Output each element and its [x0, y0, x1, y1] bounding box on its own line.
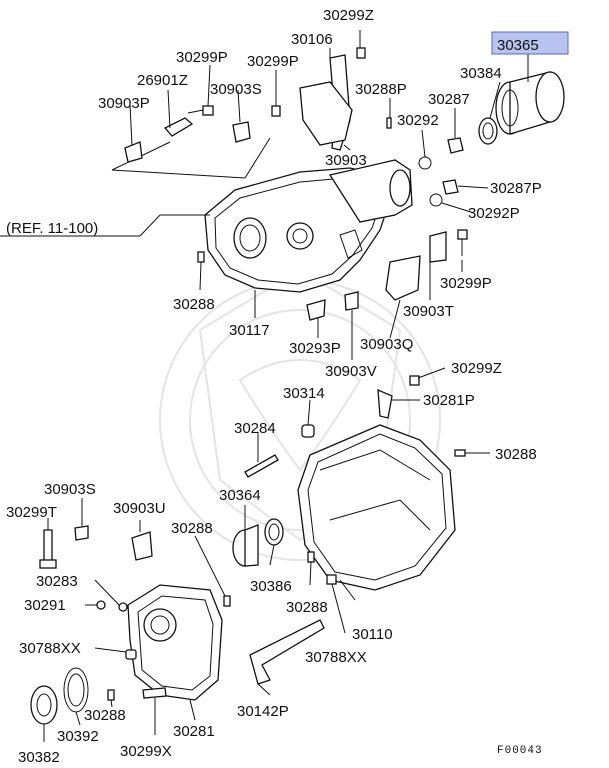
label-30299Z-top[interactable]: 30299Z: [323, 7, 374, 24]
sensor-26901Z[interactable]: [163, 117, 194, 137]
bolt-30299P-b[interactable]: [271, 105, 281, 117]
bracket-30903S-top[interactable]: [232, 121, 251, 143]
pin-30288-b[interactable]: [454, 449, 466, 457]
label-30299Z-mid[interactable]: 30299Z: [451, 360, 502, 377]
part-labels: 30299Z 30106 30365 30299P 30299P 30384 2…: [6, 7, 569, 766]
label-30903P[interactable]: 30903P: [98, 95, 150, 112]
bolt-30299Z-mid[interactable]: [409, 375, 420, 386]
label-30293P[interactable]: 30293P: [289, 340, 341, 357]
front-cover-30281[interactable]: [127, 584, 223, 701]
plug-30287P[interactable]: [442, 179, 459, 195]
highlight-box-30365: [491, 31, 569, 55]
pin-30288-a[interactable]: [197, 251, 205, 263]
label-30299P-b[interactable]: 30299P: [247, 53, 299, 70]
label-30288-d[interactable]: 30288: [286, 599, 328, 616]
pin-30288-d[interactable]: [307, 551, 315, 563]
label-30288P[interactable]: 30288P: [355, 81, 407, 98]
gasket-30392[interactable]: [63, 667, 89, 713]
label-30287P[interactable]: 30287P: [490, 180, 542, 197]
plug-30314[interactable]: [301, 424, 315, 438]
label-30386[interactable]: 30386: [250, 578, 292, 595]
label-30281[interactable]: 30281: [173, 723, 215, 740]
label-30106[interactable]: 30106: [291, 31, 333, 48]
label-30384[interactable]: 30384: [460, 65, 502, 82]
label-30283[interactable]: 30283: [36, 573, 78, 590]
plug-30287[interactable]: [447, 137, 464, 154]
label-30288-a[interactable]: 30288: [173, 296, 215, 313]
bolt-30299X[interactable]: [142, 687, 167, 699]
bolt-30299Z-top[interactable]: [356, 47, 366, 59]
front-case-30117[interactable]: [204, 159, 413, 293]
label-30299P-c[interactable]: 30299P: [440, 275, 492, 292]
label-30281P[interactable]: 30281P: [423, 392, 475, 409]
label-30903U[interactable]: 30903U: [113, 500, 166, 517]
label-30903S-low[interactable]: 30903S: [44, 481, 96, 498]
label-26901Z[interactable]: 26901Z: [137, 72, 188, 89]
label-30284[interactable]: 30284: [234, 420, 276, 437]
bracket-30903T[interactable]: [429, 231, 447, 263]
label-30288-c[interactable]: 30288: [171, 520, 213, 537]
label-30288-b[interactable]: 30288: [495, 446, 537, 463]
bracket-30281P[interactable]: [377, 388, 393, 419]
bracket-30903U[interactable]: [131, 531, 153, 561]
label-30292P[interactable]: 30292P: [468, 205, 520, 222]
figure-code: F00043: [497, 745, 543, 757]
label-30142P[interactable]: 30142P: [237, 703, 289, 720]
bearing-30365[interactable]: [495, 71, 565, 135]
bolt-30299P-c[interactable]: [457, 229, 468, 256]
nut-30291[interactable]: [96, 600, 106, 610]
label-30299X[interactable]: 30299X: [120, 743, 172, 760]
pin-30288P[interactable]: [386, 117, 392, 129]
label-30364[interactable]: 30364: [219, 487, 261, 504]
bolt-30283[interactable]: [118, 602, 128, 612]
bolt-30299T[interactable]: [39, 529, 57, 569]
label-reference[interactable]: (REF. 11-100): [6, 220, 98, 237]
label-30365[interactable]: 30365: [497, 37, 539, 54]
bracket-30903S-low[interactable]: [74, 525, 89, 541]
label-30903T[interactable]: 30903T: [403, 303, 454, 320]
label-30292[interactable]: 30292: [397, 112, 439, 129]
label-30392[interactable]: 30392: [57, 728, 99, 745]
label-30788XX-right[interactable]: 30788XX: [305, 649, 367, 666]
label-30903[interactable]: 30903: [325, 152, 367, 169]
seal-30364[interactable]: [232, 524, 259, 567]
label-30291[interactable]: 30291: [24, 597, 66, 614]
breather-30106[interactable]: [299, 81, 353, 146]
plug-30788XX-right[interactable]: [326, 574, 337, 585]
label-30903S-top[interactable]: 30903S: [210, 81, 262, 98]
label-30299P-a[interactable]: 30299P: [176, 49, 228, 66]
label-30288-e[interactable]: 30288: [84, 707, 126, 724]
ring-30386[interactable]: [264, 518, 284, 546]
label-30788XX-left[interactable]: 30788XX: [19, 640, 81, 657]
label-30903V[interactable]: 30903V: [325, 363, 377, 380]
leader-lines: [0, 30, 529, 742]
plug-30788XX-left[interactable]: [125, 649, 137, 660]
label-30287[interactable]: 30287: [428, 91, 470, 108]
stud-30284[interactable]: [244, 454, 279, 478]
label-30299T[interactable]: 30299T: [6, 504, 57, 521]
seal-30382[interactable]: [30, 685, 58, 725]
label-30117[interactable]: 30117: [229, 322, 270, 339]
bracket-30903P[interactable]: [124, 141, 143, 163]
gasket-30292P[interactable]: [429, 193, 443, 207]
label-30314[interactable]: 30314: [283, 385, 325, 402]
gasket-30292[interactable]: [418, 156, 432, 170]
label-30382[interactable]: 30382: [18, 749, 60, 766]
pin-30288-e[interactable]: [107, 689, 115, 701]
rear-case-30110[interactable]: [297, 424, 456, 591]
label-30903Q[interactable]: 30903Q: [360, 336, 413, 353]
bolt-30299P-a[interactable]: [187, 105, 214, 116]
pin-30288-c[interactable]: [223, 595, 231, 607]
bracket-30293P[interactable]: [306, 299, 326, 321]
bracket-30903V[interactable]: [344, 291, 359, 311]
label-30110[interactable]: 30110: [352, 626, 393, 643]
bracket-30903Q[interactable]: [385, 255, 421, 301]
seal-30384[interactable]: [478, 117, 498, 145]
